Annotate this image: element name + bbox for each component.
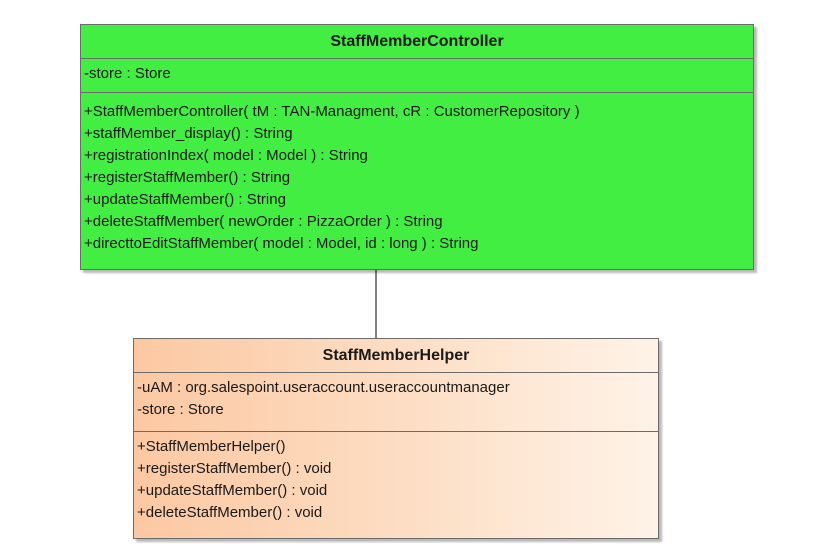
operations-compartment: +StaffMemberHelper() +registerStaffMembe…	[134, 432, 658, 526]
attribute: -store : Store	[137, 401, 224, 418]
attributes-compartment: -uAM : org.salespoint.useraccount.userac…	[134, 373, 658, 432]
operation: +deleteStaffMember() : void	[137, 504, 323, 521]
operation: +updateStaffMember() : void	[137, 482, 328, 499]
class-staffmemberhelper[interactable]: StaffMemberHelper -uAM : org.salespoint.…	[133, 338, 659, 539]
attributes-compartment: -store : Store	[81, 59, 753, 93]
operation: +registerStaffMember() : void	[137, 460, 332, 477]
operation: +directtoEditStaffMember( model : Model,…	[84, 235, 479, 252]
attribute: -uAM : org.salespoint.useraccount.userac…	[137, 379, 510, 396]
attribute: -store : Store	[84, 65, 171, 82]
operation: +updateStaffMember() : String	[84, 191, 286, 208]
operation: +deleteStaffMember( newOrder : PizzaOrde…	[84, 213, 443, 230]
operation: +registerStaffMember() : String	[84, 169, 291, 186]
class-staffmembercontroller[interactable]: StaffMemberController -store : Store +St…	[80, 24, 754, 270]
class-name: StaffMemberHelper	[134, 339, 658, 373]
operation: +registrationIndex( model : Model ) : St…	[84, 147, 368, 164]
operations-compartment: +StaffMemberController( tM : TAN-Managme…	[81, 93, 753, 257]
class-name: StaffMemberController	[81, 25, 753, 59]
operation: +staffMember_display() : String	[84, 125, 293, 142]
operation: +StaffMemberHelper()	[137, 438, 286, 455]
operation: +StaffMemberController( tM : TAN-Managme…	[84, 103, 580, 120]
